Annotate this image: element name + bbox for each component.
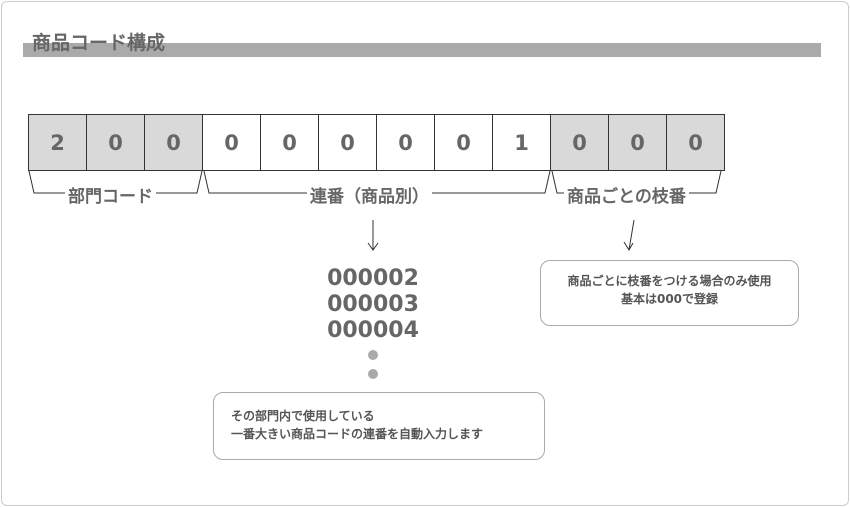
- digit-cell: 0: [86, 115, 144, 170]
- branch-note: 商品ごとに枝番をつける場合のみ使用 基本は000で登録: [540, 260, 799, 326]
- ellipsis-dot: [368, 350, 378, 360]
- note-line: 商品ごとに枝番をつける場合のみ使用: [567, 274, 772, 288]
- code-cells: 2 0 0 0 0 0 0 0 1 0 0 0: [28, 114, 725, 171]
- page-title: 商品コード構成: [32, 32, 166, 54]
- serial-example: 000003: [327, 292, 419, 317]
- note-line: その部門内で使用している: [231, 409, 375, 423]
- digit-cell: 0: [550, 115, 608, 170]
- digit-cell: 0: [144, 115, 202, 170]
- arrow-down-icon: [367, 220, 379, 251]
- serial-note: その部門内で使用している 一番大きい商品コードの連番を自動入力します: [213, 392, 545, 460]
- serial-example: 000002: [327, 266, 419, 291]
- serial-examples: 000002 000003 000004: [298, 266, 448, 344]
- digit-cell: 0: [434, 115, 492, 170]
- digit-cell: 0: [202, 115, 260, 170]
- arrow-down-icon: [623, 219, 635, 251]
- title-bar: [23, 43, 821, 57]
- digit-cell: 2: [29, 115, 86, 170]
- digit-cell: 0: [260, 115, 318, 170]
- branch-label: 商品ごとの枝番: [564, 182, 689, 207]
- dept-label: 部門コード: [65, 182, 156, 207]
- digit-cell: 0: [318, 115, 376, 170]
- digit-cell: 1: [492, 115, 550, 170]
- serial-label: 連番（商品別）: [307, 182, 432, 207]
- note-line: 基本は000で登録: [620, 292, 719, 306]
- ellipsis-dot: [368, 369, 378, 379]
- digit-cell: 0: [666, 115, 724, 170]
- serial-example: 000004: [327, 318, 419, 343]
- digit-cell: 0: [376, 115, 434, 170]
- digit-cell: 0: [608, 115, 666, 170]
- note-line: 一番大きい商品コードの連番を自動入力します: [231, 427, 484, 441]
